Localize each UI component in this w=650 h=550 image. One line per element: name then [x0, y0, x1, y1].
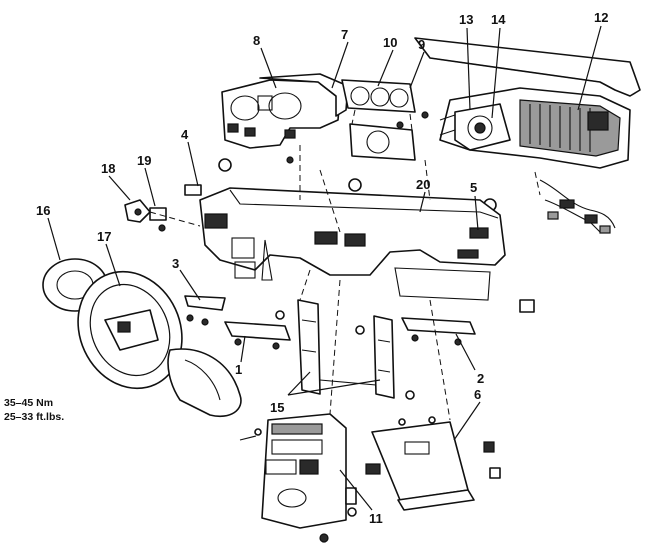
callout-19: 19: [137, 153, 151, 168]
steering-wheel: [77, 270, 183, 390]
callout-2: 2: [477, 371, 484, 386]
fasteners: [239, 310, 436, 517]
column-shroud: [167, 348, 242, 417]
heater-unit: [439, 87, 631, 169]
bracket-crossbar: [319, 379, 377, 386]
instrument-panel: [199, 187, 535, 313]
knee-bolster-right: [401, 317, 476, 346]
callout-7: 7: [341, 27, 348, 42]
top-hardware: [184, 111, 497, 212]
switch-18: [124, 199, 151, 223]
switch-dashline: [149, 211, 201, 227]
console-bracket-left: [297, 299, 321, 395]
callout-10: 10: [383, 35, 397, 50]
torque-imperial: 25–33 ft.lbs.: [4, 411, 64, 423]
callout-14: 14: [491, 12, 506, 27]
gauge-cluster: [341, 79, 416, 161]
assembly-lines: [299, 145, 451, 421]
wiring-harness: [534, 171, 616, 234]
callout-labels: 8 7 10 9 13 14 12 4 5 20 18 19 16 17 3 1…: [36, 10, 608, 526]
callout-9: 9: [418, 37, 425, 52]
callout-18: 18: [101, 161, 115, 176]
callout-16: 16: [36, 203, 50, 218]
leader-lines: [47, 25, 602, 511]
torque-metric: 35–45 Nm: [4, 397, 53, 409]
callout-12: 12: [594, 10, 608, 25]
glove-box: [365, 421, 501, 511]
callout-3: 3: [172, 256, 179, 271]
callout-17: 17: [97, 229, 111, 244]
callout-20: 20: [416, 177, 430, 192]
callout-11: 11: [369, 511, 383, 526]
callout-4: 4: [181, 127, 189, 142]
callout-13: 13: [459, 12, 473, 27]
knee-bolster-left: [224, 321, 291, 350]
callout-15: 15: [270, 400, 284, 415]
callout-8: 8: [253, 33, 260, 48]
callout-5: 5: [470, 180, 477, 195]
callout-1: 1: [235, 362, 242, 377]
lower-trim-3: [184, 295, 226, 326]
callout-6: 6: [474, 387, 481, 402]
dash-top-ledge: [414, 37, 641, 97]
cluster-hood: [259, 73, 349, 117]
torque-spec: 35–45 Nm 25–33 ft.lbs.: [4, 397, 64, 423]
switch-19: [149, 207, 167, 232]
cluster-bezel: [221, 79, 341, 149]
console-bracket-right: [373, 315, 395, 399]
center-console: [261, 413, 357, 543]
